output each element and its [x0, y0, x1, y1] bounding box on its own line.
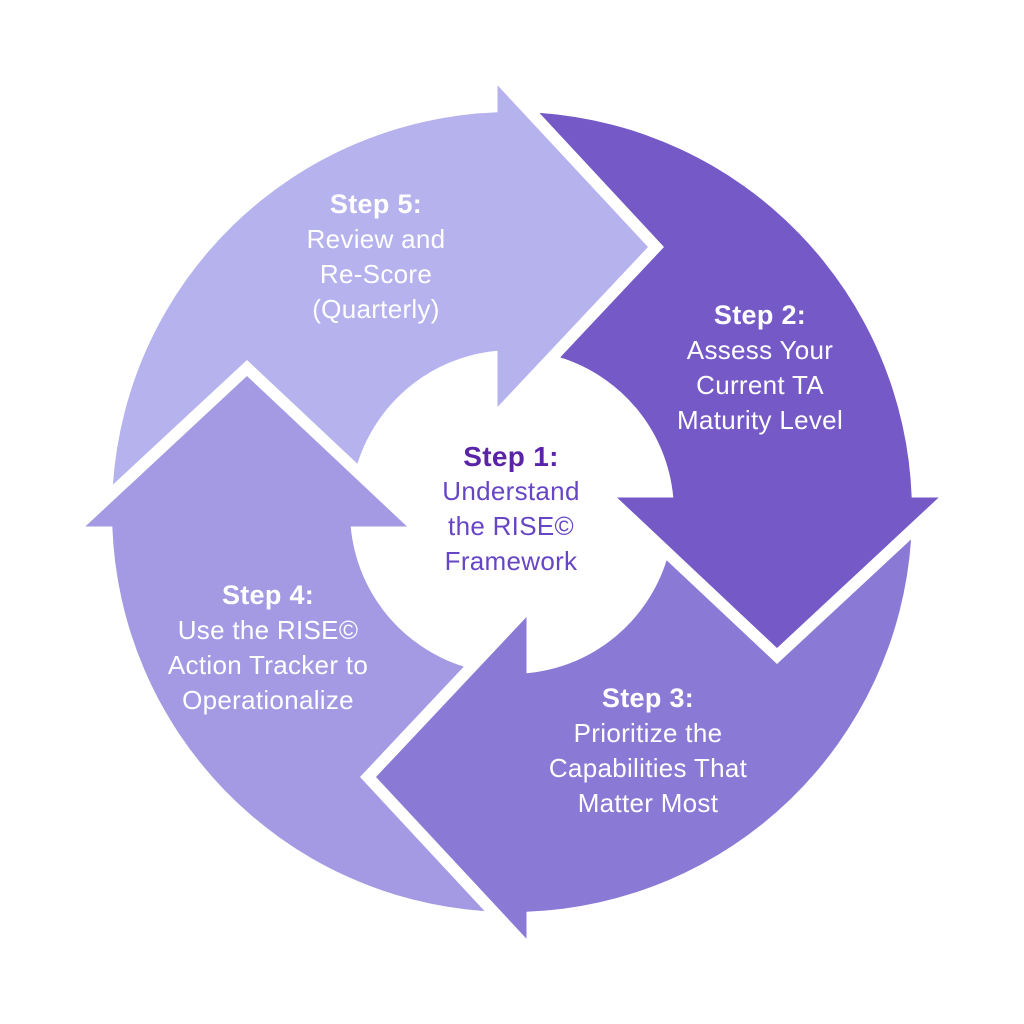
step4-arrow-segment: [85, 376, 485, 912]
step3-arrow-segment: [376, 539, 912, 939]
step2-arrow-segment: [539, 112, 939, 648]
step5-arrow-segment: [112, 85, 648, 485]
